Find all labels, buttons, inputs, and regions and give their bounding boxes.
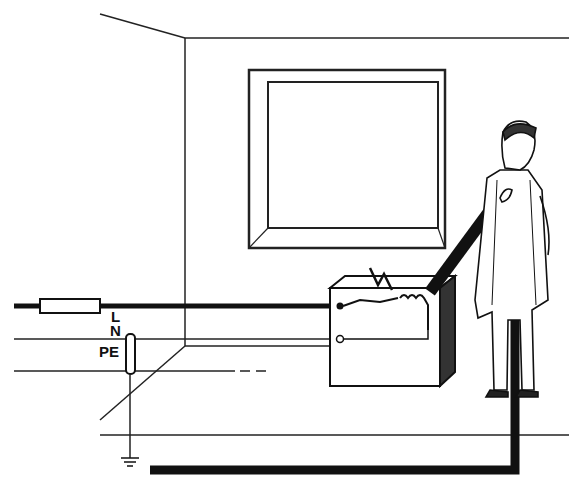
wire-label: N xyxy=(109,323,122,338)
fault-spark xyxy=(370,268,392,290)
wire-label: L xyxy=(110,309,121,324)
supply-wires xyxy=(14,299,340,466)
ground-symbol xyxy=(121,458,139,466)
fault-current-path xyxy=(150,190,515,470)
person xyxy=(475,121,549,397)
room xyxy=(100,14,569,435)
window xyxy=(249,70,445,248)
wire-label: PE xyxy=(98,344,120,359)
fuse-symbol xyxy=(40,299,100,313)
